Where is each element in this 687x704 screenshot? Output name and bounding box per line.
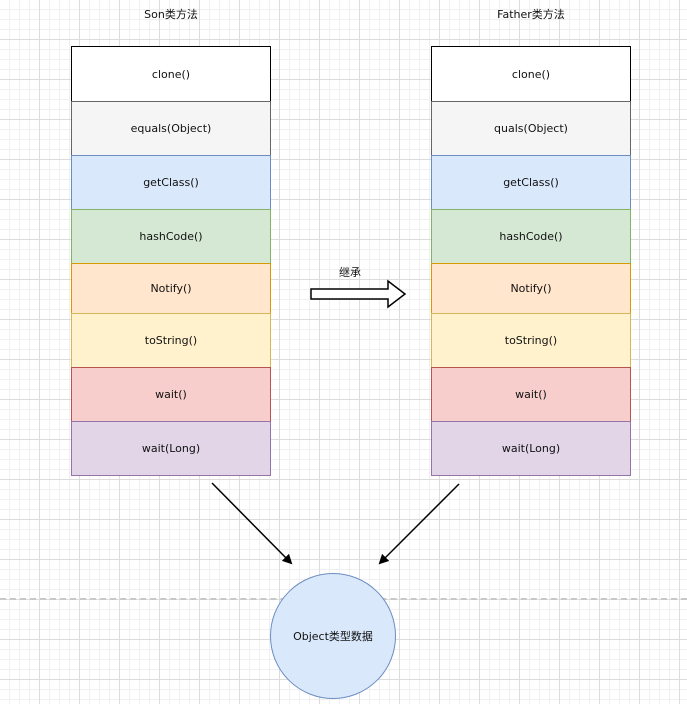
son-method-wait[interactable]: wait() — [71, 367, 271, 422]
father-title: Father类方法 — [497, 8, 565, 21]
father-method-clone[interactable]: clone() — [431, 46, 631, 102]
father-method-tostring[interactable]: toString() — [431, 313, 631, 368]
son-to-object-arrow — [211, 482, 293, 565]
father-method-notify[interactable]: Notify() — [431, 263, 631, 314]
father-method-hashcode[interactable]: hashCode() — [431, 209, 631, 264]
father-to-object-arrow — [378, 483, 460, 565]
son-method-getclass[interactable]: getClass() — [71, 155, 271, 210]
son-method-tostring[interactable]: toString() — [71, 313, 271, 368]
father-method-wait-long[interactable]: wait(Long) — [431, 421, 631, 476]
inherit-label: 继承 — [339, 266, 361, 279]
father-method-wait[interactable]: wait() — [431, 367, 631, 422]
son-method-notify[interactable]: Notify() — [71, 263, 271, 314]
son-method-wait-long[interactable]: wait(Long) — [71, 421, 271, 476]
son-method-clone[interactable]: clone() — [71, 46, 271, 102]
father-method-getclass[interactable]: getClass() — [431, 155, 631, 210]
son-methods-column: clone() equals(Object) getClass() hashCo… — [71, 46, 271, 476]
object-data-label: Object类型数据 — [293, 630, 373, 643]
father-method-equals[interactable]: quals(Object) — [431, 101, 631, 156]
son-method-hashcode[interactable]: hashCode() — [71, 209, 271, 264]
son-title: Son类方法 — [144, 8, 198, 21]
father-methods-column: clone() quals(Object) getClass() hashCod… — [431, 46, 631, 476]
object-data-node[interactable]: Object类型数据 — [270, 573, 396, 699]
inherit-arrow — [310, 279, 407, 309]
